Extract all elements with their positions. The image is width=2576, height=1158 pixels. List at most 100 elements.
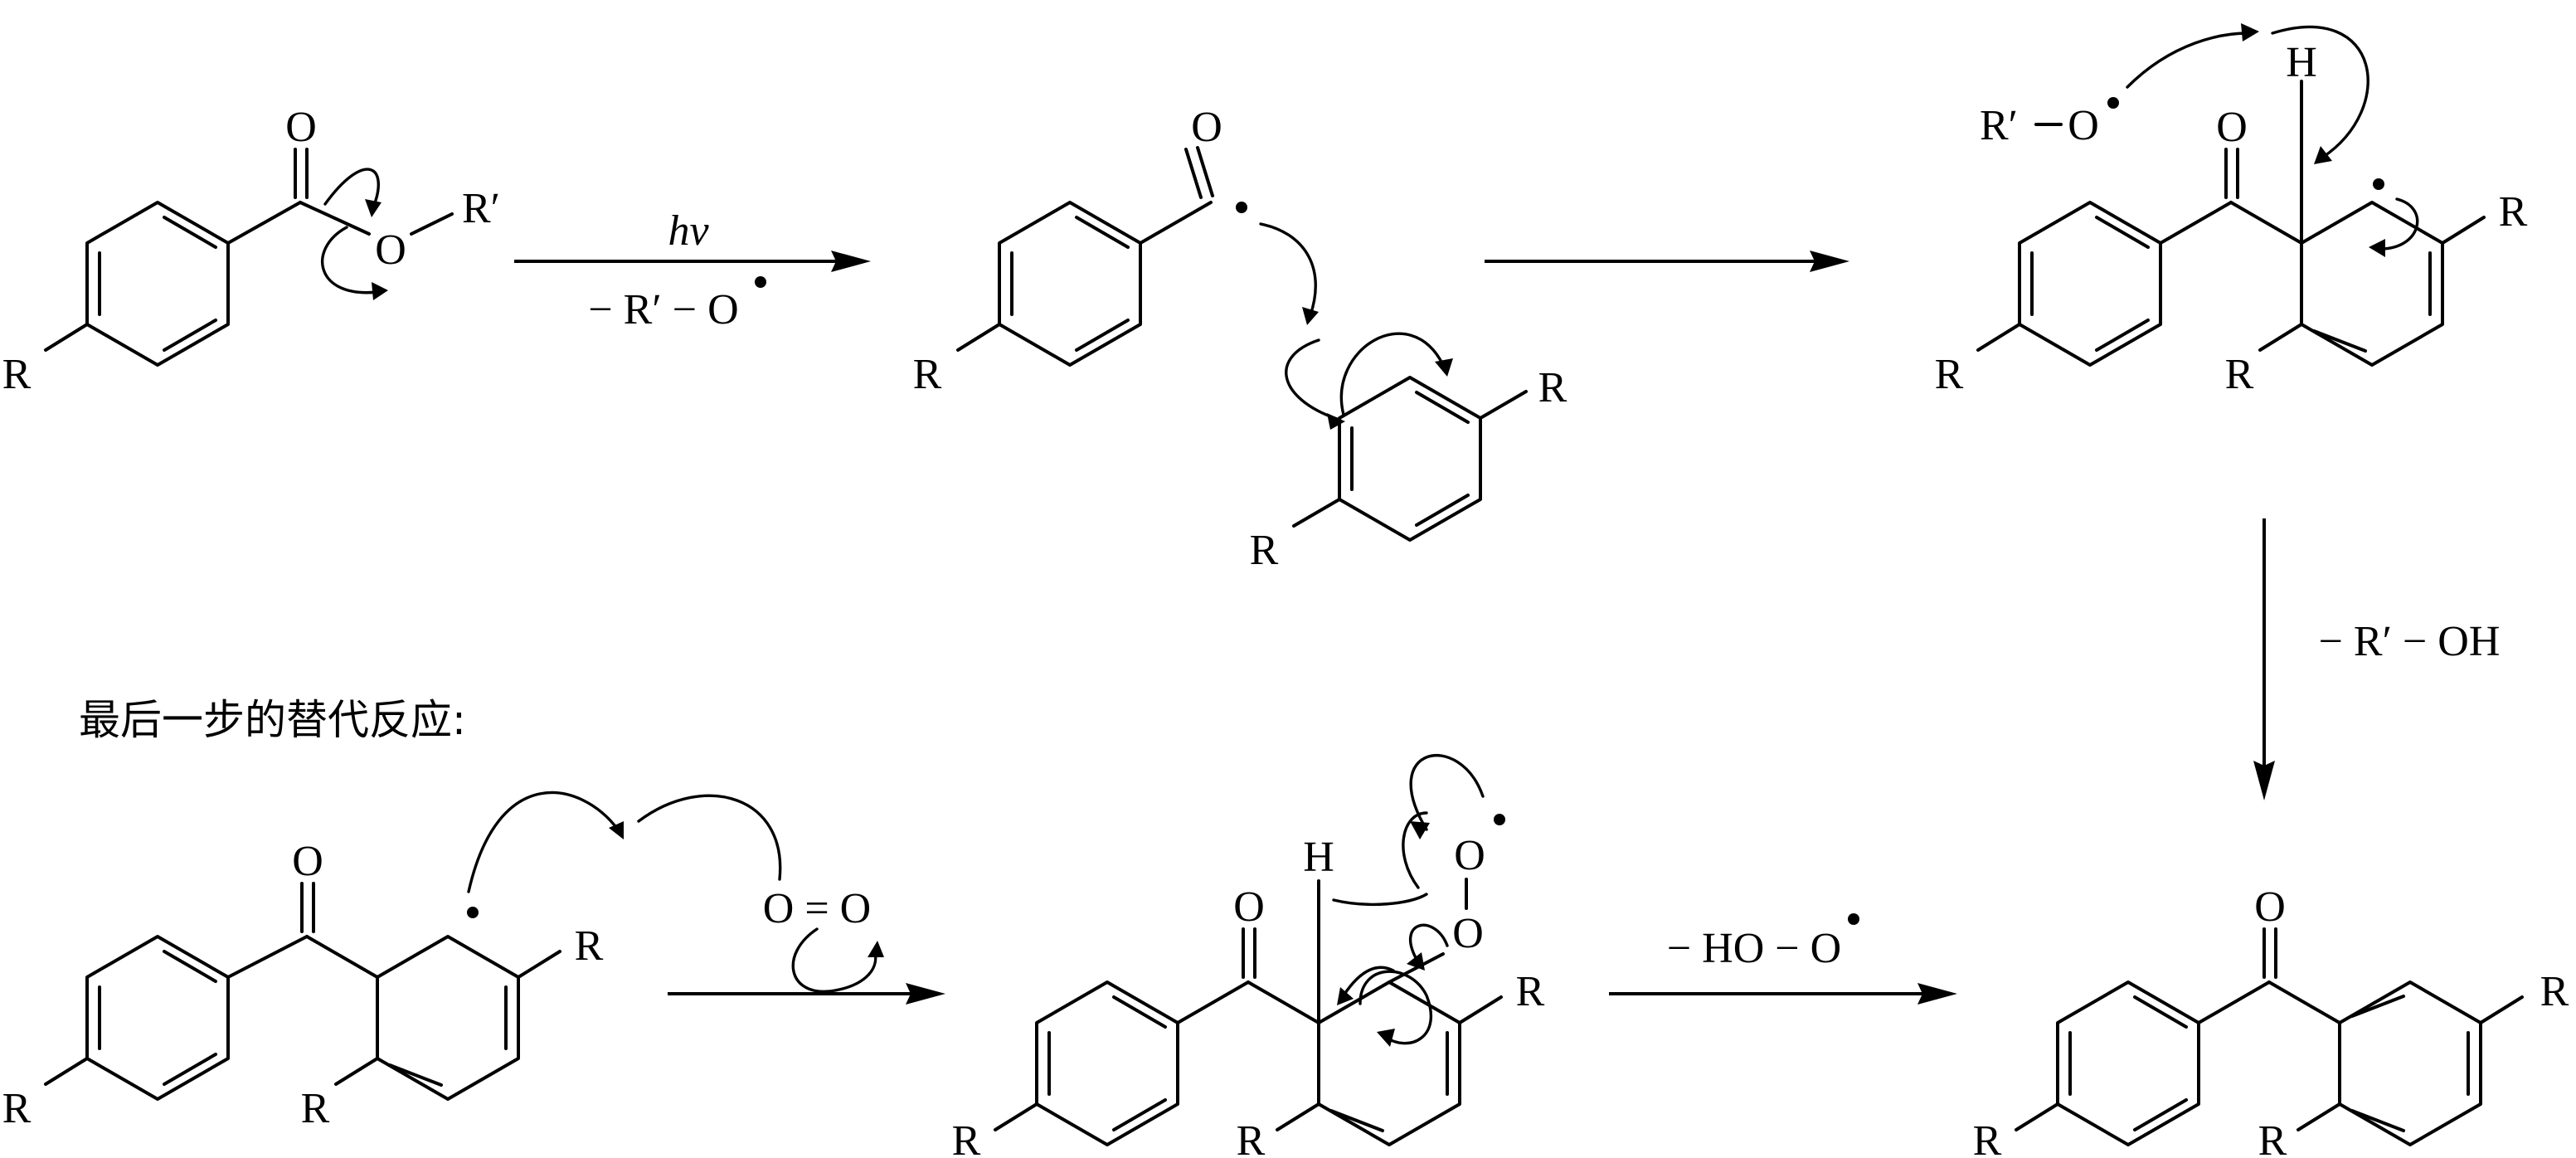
r-bond: [1479, 390, 1528, 420]
molecule-aroyl-radical: O R R R: [913, 104, 1567, 574]
ring-double-bond: [2350, 995, 2405, 1018]
light-label: hν: [668, 207, 709, 255]
curved-arrow: [1342, 966, 1395, 997]
arrowhead: [1407, 952, 1425, 971]
carbonyl-oxygen: O: [2216, 104, 2248, 151]
curved-arrow: [1259, 222, 1317, 317]
o2-label: O = O: [763, 885, 871, 932]
benzene-ring: [998, 201, 1142, 367]
loss-label: − R′ − O: [588, 286, 738, 333]
c-o-bond: [1388, 952, 1445, 984]
curved-arrow: [323, 168, 380, 209]
arrowhead: [2369, 239, 2385, 257]
r-bond: [517, 950, 561, 979]
r-bond: [1276, 1102, 1320, 1131]
loss-label: − R′ − OH: [2319, 618, 2501, 665]
c-c-bond: [1247, 980, 1320, 1024]
r-bond: [2441, 216, 2486, 245]
radical-dot: [1494, 814, 1505, 825]
r-bond: [1458, 995, 1503, 1024]
radical-dot: [1236, 202, 1247, 213]
o-r-bond: [410, 212, 454, 236]
reaction-arrow-5: − HO − O: [1609, 913, 1957, 1005]
carbonyl-c-bond: [2197, 980, 2271, 1024]
c-o-double-bond: [1196, 146, 1214, 197]
c-c-bond: [305, 935, 379, 979]
curved-arrow: [1408, 923, 1449, 964]
ring-double-bond: [2095, 216, 2150, 249]
ring-double-bond: [1329, 1109, 1384, 1132]
peroxyl-oxygen: O: [1452, 910, 1484, 957]
r-label: R: [1935, 351, 1964, 398]
r-bond: [994, 1102, 1038, 1131]
c-c-bond: [2267, 980, 2341, 1024]
r-bond: [44, 323, 89, 352]
molecule-peroxyl-adduct: R O H O O R R: [952, 754, 1545, 1158]
r-bond: [1292, 498, 1341, 528]
reaction-arrow-3: − R′ − OH: [2253, 518, 2500, 800]
curved-arrow: [467, 791, 620, 893]
benzene-ring: [2056, 980, 2200, 1146]
ring-double-bond: [2133, 1098, 2188, 1131]
r-label: R: [575, 922, 604, 970]
radical-dot: [467, 907, 479, 918]
r-label: R: [2258, 1117, 2287, 1158]
curved-arrow: [1358, 970, 1433, 1045]
radical-dot: [2373, 178, 2384, 190]
curved-arrow: [321, 226, 379, 294]
curved-arrow: [1409, 754, 1485, 831]
dioxygen: O = O: [763, 885, 884, 993]
ring-double-bond: [2312, 329, 2367, 353]
ring-double-bond: [1112, 995, 1167, 1029]
loss-label: − HO − O: [1667, 925, 1841, 972]
r-label: R: [1250, 527, 1279, 574]
hydrogen-label: H: [2286, 39, 2317, 86]
carbonyl-c-bond: [2159, 201, 2233, 245]
arrowhead: [1410, 821, 1430, 839]
ring-double-bond: [1075, 319, 1130, 352]
arrowhead: [1337, 987, 1354, 1005]
arrowhead: [868, 941, 884, 957]
molecule-product: R O R R: [1973, 883, 2569, 1158]
carbonyl-oxygen: O: [285, 104, 317, 151]
curved-arrow: [1285, 338, 1339, 421]
r-label: R: [913, 351, 942, 398]
arrowhead: [1435, 358, 1453, 377]
c-o-double-bond: [1184, 148, 1203, 199]
ring-double-bond: [2133, 995, 2188, 1029]
r-prime-label: R′: [1980, 102, 2018, 149]
reaction-arrow-4: [668, 983, 945, 1005]
curved-arrow: [2126, 32, 2249, 89]
r-label: R: [2499, 188, 2528, 236]
ring-double-bond: [163, 216, 217, 249]
r-label: R: [1516, 968, 1545, 1015]
r-label: R: [301, 1085, 330, 1132]
curved-arrow: [1332, 893, 1428, 907]
curved-arrow: [791, 927, 877, 993]
r-label: R: [1538, 364, 1567, 411]
ring-double-bond: [2350, 1109, 2405, 1132]
curved-arrow: [2271, 25, 2369, 159]
ring-double-bond: [1112, 1098, 1167, 1131]
carbonyl-c-bond: [226, 935, 309, 979]
radical-dot: [1848, 913, 1859, 925]
r-label: R: [952, 1117, 981, 1158]
caption: 最后一步的替代反应:: [79, 696, 466, 744]
ring-double-bond: [2095, 319, 2150, 352]
r-label: R: [2, 351, 32, 398]
carbonyl-oxygen: O: [1191, 104, 1222, 151]
benzene-ring: [2338, 980, 2482, 1146]
r-label: R: [2540, 968, 2569, 1015]
carbonyl-oxygen: O: [1233, 883, 1265, 931]
reaction-arrow-1: hν − R′ − O: [514, 207, 871, 333]
ring-double-bond: [1415, 494, 1470, 527]
r-bond: [44, 1057, 89, 1086]
r-label: R: [1237, 1117, 1266, 1158]
carbonyl-c-bond: [1176, 980, 1250, 1024]
benzene-ring: [2018, 201, 2162, 367]
arene-ring: [1338, 376, 1482, 542]
r-label: R: [2225, 351, 2254, 398]
arrowhead: [1302, 307, 1319, 325]
radical-dot: [2107, 97, 2119, 109]
